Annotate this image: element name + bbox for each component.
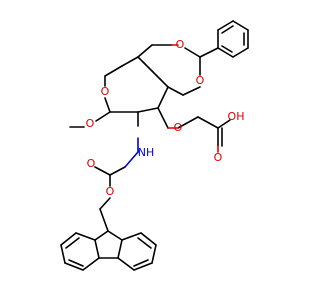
fluorene-double-bond xyxy=(137,237,152,249)
side-chain-bond xyxy=(217,119,231,129)
pyranose-bond xyxy=(157,107,169,129)
fluorene-bond xyxy=(140,232,157,246)
hydroxyl-label: OH xyxy=(228,110,245,123)
fluorene-bond xyxy=(94,239,100,259)
carbamate-ester-oxygen-label: O xyxy=(106,185,115,198)
carbamate-bond xyxy=(99,208,109,232)
pyranose-bond xyxy=(121,56,139,67)
fluorene-bond xyxy=(82,257,100,271)
fluorene-bond xyxy=(151,244,157,264)
fluorene-bond xyxy=(133,262,153,271)
fluorene-bond xyxy=(94,230,109,241)
ether-oxygen-label: O xyxy=(174,121,183,134)
fluorene-double-bond xyxy=(68,259,84,267)
fluorene-bond xyxy=(60,244,66,264)
acetal-bond xyxy=(167,86,184,96)
carbamate-bond xyxy=(94,166,111,176)
methoxy-bond xyxy=(95,111,111,122)
atom-labels: O O O O OH O O NH O O xyxy=(86,38,245,198)
nitrogen-bond xyxy=(124,151,139,168)
fluorene-double-bond xyxy=(133,259,149,267)
methoxy-oxygen-label: O xyxy=(86,117,95,130)
phenyl-bond xyxy=(232,20,249,31)
molecule-diagram: O O O O OH O O NH O O xyxy=(60,20,249,271)
phenyl-double-bond xyxy=(221,45,233,53)
pyranose-bond xyxy=(104,65,123,77)
phenyl-bond xyxy=(232,47,249,58)
fluorene-bond xyxy=(60,232,77,246)
acetal-oxygen-label: O xyxy=(196,74,205,87)
side-chain-bond xyxy=(197,116,219,129)
fluorene-bond xyxy=(117,239,123,259)
phenyl-double-bond xyxy=(221,25,234,34)
fluorene-bond xyxy=(75,232,96,241)
acetal-bond xyxy=(182,86,201,96)
carbamate-carbonyl-oxygen-label: O xyxy=(87,157,96,170)
pyranose-bond xyxy=(157,86,169,109)
skeleton-bonds xyxy=(60,20,249,271)
carbamate-bond xyxy=(99,197,111,210)
fluorene-bond xyxy=(107,230,123,241)
fluorene-bond xyxy=(117,257,135,271)
fluorene-double-bond xyxy=(65,237,80,249)
acetal-bond xyxy=(137,44,153,58)
acetal-bond xyxy=(184,47,201,58)
acetal-bond xyxy=(199,47,219,58)
nh-label: NH xyxy=(138,146,155,159)
carbamate-bond xyxy=(109,166,126,176)
pyranose-bond xyxy=(104,97,111,113)
ring-oxygen-label: O xyxy=(176,38,185,51)
side-chain-bond xyxy=(177,116,199,129)
acid-carbonyl-oxygen-label: O xyxy=(214,151,223,164)
acetal-bond xyxy=(137,56,169,88)
fluorene-bond xyxy=(121,232,142,241)
phenyl-bond xyxy=(217,20,234,31)
phenyl-bond xyxy=(217,47,234,58)
pyranose-bond xyxy=(137,107,159,113)
fluorene-bond xyxy=(64,262,84,271)
pyranose-oxygen-label: O xyxy=(101,85,110,98)
molecule-svg: O O O O OH O O NH O O xyxy=(60,20,249,271)
hetero-bonds xyxy=(124,44,219,168)
